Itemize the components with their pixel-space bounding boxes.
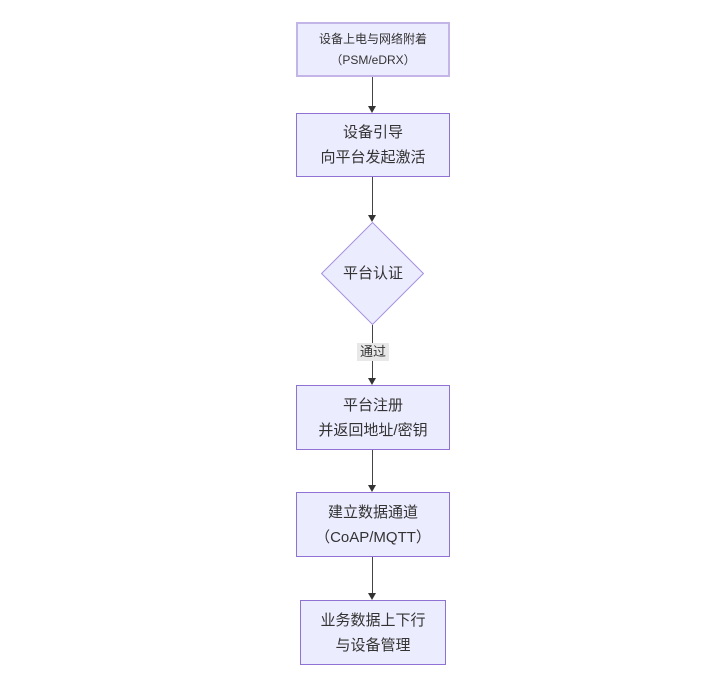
arrowhead-icon [368, 215, 376, 222]
node-text-line: 设备上电与网络附着 [318, 31, 427, 46]
decision-platform-auth: 平台认证 [342, 265, 403, 282]
node-text-line: 建立数据通道 [327, 503, 418, 521]
node-text-line: （CoAP/MQTT） [315, 528, 431, 546]
arrowhead-icon [368, 106, 376, 113]
edge-label-pass: 通过 [356, 343, 390, 361]
node-text-line: 向平台发起激活 [320, 149, 426, 166]
arrowhead-icon [368, 485, 376, 492]
edge-line-d-e [372, 450, 373, 486]
node-platform-register: 平台注册 并返回地址/密钥 [296, 385, 450, 450]
edge-line-b-c [372, 177, 373, 216]
node-text-line: 与设备管理 [335, 636, 411, 654]
node-business-data-device-mgmt: 业务数据上下行 与设备管理 [300, 600, 446, 665]
node-data-channel: 建立数据通道 （CoAP/MQTT） [296, 492, 450, 557]
node-text-line: 并返回地址/密钥 [318, 421, 428, 439]
edge-line-e-f [372, 557, 373, 594]
node-text-line: 平台注册 [342, 396, 403, 414]
node-text-line: 设备引导 [342, 124, 403, 141]
edge-line-a-b [372, 77, 373, 107]
arrowhead-icon [368, 378, 376, 385]
node-text-line: （PSM/eDRX） [330, 52, 416, 67]
node-device-bootstrap-activation: 设备引导 向平台发起激活 [296, 113, 450, 177]
arrowhead-icon [368, 593, 376, 600]
node-text-line: 业务数据上下行 [320, 611, 426, 629]
node-power-on-network-attach: 设备上电与网络附着 （PSM/eDRX） [296, 22, 450, 77]
